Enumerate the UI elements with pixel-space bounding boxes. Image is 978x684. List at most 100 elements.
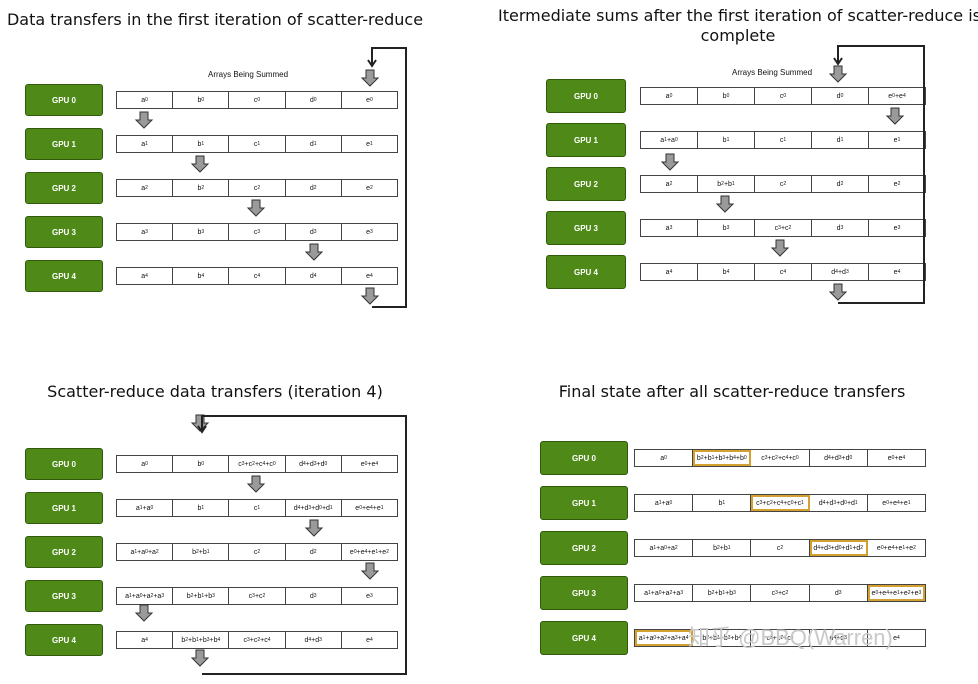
gpu-label: GPU 3 [25, 580, 103, 612]
gpu-label: GPU 3 [546, 211, 626, 245]
gpu-label: GPU 1 [25, 128, 103, 160]
gpu-label: GPU 4 [25, 624, 103, 656]
gpu-label: GPU 0 [546, 79, 626, 113]
arrow-head-icon [833, 57, 843, 66]
gpu-label: GPU 4 [540, 621, 628, 655]
down-arrow-icon [134, 111, 154, 129]
panel-title: Itermediate sums after the first iterati… [498, 6, 978, 45]
gpu-label: GPU 2 [540, 531, 628, 565]
wrap-around-line [837, 45, 925, 304]
down-arrow-icon [304, 243, 324, 261]
gpu-label: GPU 1 [25, 492, 103, 524]
panel-title: Final state after all scatter-reduce tra… [558, 382, 906, 401]
gpu-label: GPU 1 [540, 486, 628, 520]
arrow-head-icon [197, 425, 207, 434]
gpu-label: GPU 2 [25, 536, 103, 568]
gpu-label: GPU 0 [540, 441, 628, 475]
gpu-label: GPU 4 [25, 260, 103, 292]
wrap-around-line [201, 415, 407, 675]
wrap-around-line [371, 47, 407, 308]
down-arrow-icon [246, 199, 266, 217]
down-arrow-icon [360, 69, 380, 87]
gpu-label: GPU 4 [546, 255, 626, 289]
watermark: 知乎 @BBQ(Warren) [688, 625, 893, 650]
down-arrow-icon [190, 649, 210, 667]
gpu-label: GPU 2 [25, 172, 103, 204]
gpu-label: GPU 1 [546, 123, 626, 157]
